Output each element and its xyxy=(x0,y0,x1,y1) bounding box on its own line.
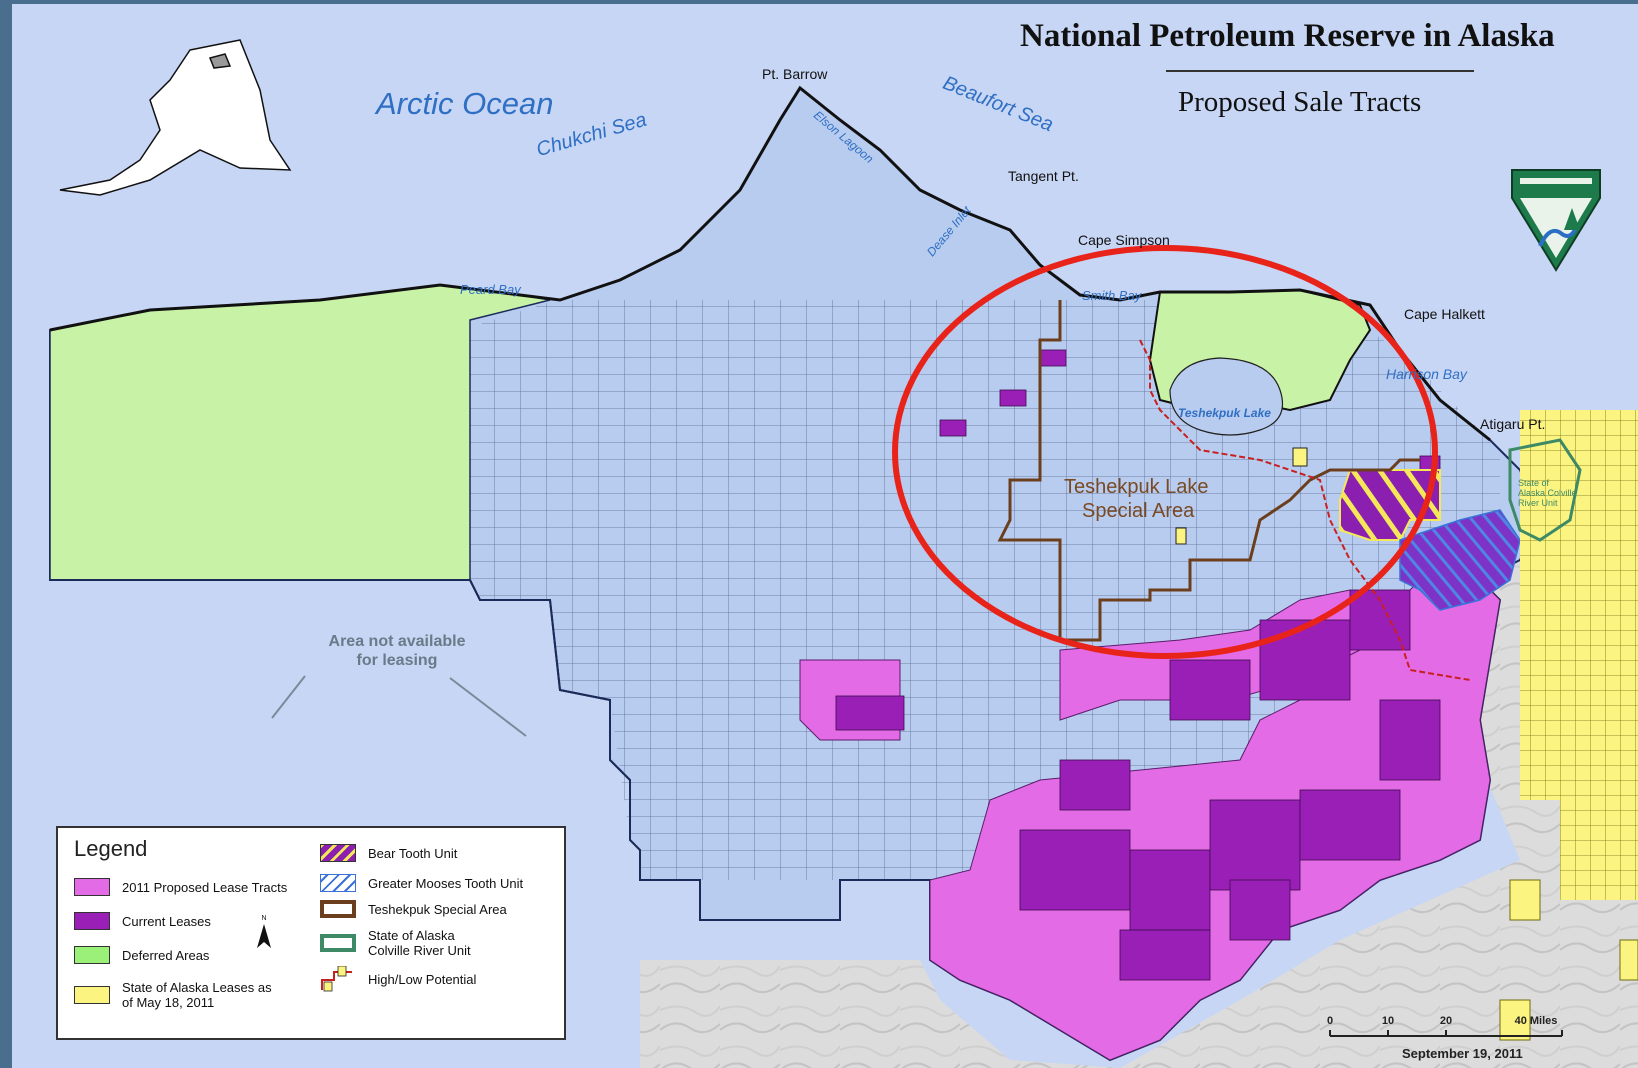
legend: Legend 2011 Proposed Lease Tracts Curren… xyxy=(56,826,566,1040)
label-special-area-2: Special Area xyxy=(1082,500,1195,522)
not-available-arrow-right xyxy=(449,677,527,737)
label-peard-bay: Peard Bay xyxy=(460,282,521,297)
legend-label: Current Leases xyxy=(122,913,211,929)
label-colville-unit: State of Alaska Colville River Unit xyxy=(1518,478,1577,508)
legend-swatch xyxy=(320,874,356,892)
legend-swatch xyxy=(320,844,356,862)
title-divider xyxy=(1166,70,1474,72)
scale-tick-20: 20 xyxy=(1440,1015,1452,1027)
colville-river-unit xyxy=(1508,438,1582,542)
not-available-line-1: Area not available xyxy=(328,633,466,650)
north-arrow-label: N xyxy=(261,915,266,922)
coastline xyxy=(49,85,1491,442)
legend-item-mooses-tooth: Greater Mooses Tooth Unit xyxy=(320,874,523,892)
scale-bar: 0 10 20 40 Miles xyxy=(1326,1010,1566,1045)
scale-tick-0: 0 xyxy=(1327,1015,1333,1027)
map-subtitle: Proposed Sale Tracts xyxy=(1178,86,1422,118)
legend-item-bear-tooth: Bear Tooth Unit xyxy=(320,844,457,862)
legend-item-colville-unit: State of Alaska Colville River Unit xyxy=(320,928,530,958)
current-leases xyxy=(835,349,1441,981)
legend-label: Bear Tooth Unit xyxy=(368,845,458,861)
teshekpuk-lake xyxy=(1169,357,1284,436)
legend-label: Greater Mooses Tooth Unit xyxy=(368,875,524,891)
legend-label: State of Alaska Colville River Unit xyxy=(368,928,471,958)
legend-label: State of Alaska Leases as of May 18, 201… xyxy=(122,980,272,1010)
legend-item-state-leases: State of Alaska Leases as of May 18, 201… xyxy=(74,980,274,1010)
legend-item-teshekpuk-area: Teshekpuk Special Area xyxy=(320,900,507,918)
legend-item-current-leases: Current Leases xyxy=(74,912,211,930)
legend-label: Deferred Areas xyxy=(122,947,210,963)
legend-swatch xyxy=(320,900,356,918)
label-special-area-1: Teshekpuk Lake xyxy=(1064,476,1209,498)
map-date: September 19, 2011 xyxy=(1402,1046,1523,1061)
blm-logo-icon xyxy=(1511,169,1601,272)
high-low-potential-line xyxy=(1139,339,1471,681)
label-teshekpuk-lake: Teshekpuk Lake xyxy=(1178,406,1271,420)
legend-title: Legend xyxy=(74,836,148,861)
state-leases xyxy=(1499,410,1638,1041)
legend-swatch xyxy=(74,986,110,1004)
label-atigaru-pt: Atigaru Pt. xyxy=(1480,416,1546,432)
legend-item-deferred-areas: Deferred Areas xyxy=(74,946,209,964)
label-pt-barrow: Pt. Barrow xyxy=(762,66,828,82)
not-available-boundary xyxy=(50,579,930,921)
legend-label: 2011 Proposed Lease Tracts xyxy=(122,879,288,895)
highlight-ellipse xyxy=(892,245,1438,659)
high-low-icon xyxy=(321,966,352,992)
high-low-marker xyxy=(1175,447,1308,545)
legend-swatch xyxy=(74,912,110,930)
legend-item-high-low: High/Low Potential xyxy=(320,966,476,992)
southern-terrain xyxy=(640,960,1120,1068)
not-available-line-2: for leasing xyxy=(356,652,438,669)
legend-swatch xyxy=(320,934,356,952)
legend-item-proposed-tracts: 2011 Proposed Lease Tracts xyxy=(74,878,287,896)
legend-swatch xyxy=(74,946,110,964)
greater-mooses-tooth-unit xyxy=(1399,509,1521,611)
label-harrison-bay: Harrison Bay xyxy=(1386,366,1467,382)
label-cape-simpson: Cape Simpson xyxy=(1078,232,1170,248)
label-smith-bay: Smith Bay xyxy=(1082,288,1142,303)
scale-tick-10: 10 xyxy=(1382,1015,1394,1027)
teshekpuk-special-area-boundary xyxy=(997,300,1420,642)
legend-label: Teshekpuk Special Area xyxy=(368,901,507,917)
scale-bar-graphic: 0 10 20 40 Miles xyxy=(1327,1015,1563,1037)
scale-tick-40: 40 Miles xyxy=(1515,1015,1558,1027)
legend-swatch xyxy=(74,878,110,896)
alaska-inset-icon xyxy=(59,39,292,196)
label-cape-halkett: Cape Halkett xyxy=(1404,306,1485,322)
map-title: National Petroleum Reserve in Alaska xyxy=(1020,18,1555,54)
label-tangent-pt: Tangent Pt. xyxy=(1008,168,1079,184)
label-arctic-ocean: Arctic Ocean xyxy=(376,86,554,121)
legend-label: High/Low Potential xyxy=(368,971,477,987)
north-arrow-icon: N xyxy=(257,915,271,948)
not-available-arrow-left xyxy=(271,675,306,719)
not-available-label: Area not available for leasing xyxy=(312,632,482,670)
